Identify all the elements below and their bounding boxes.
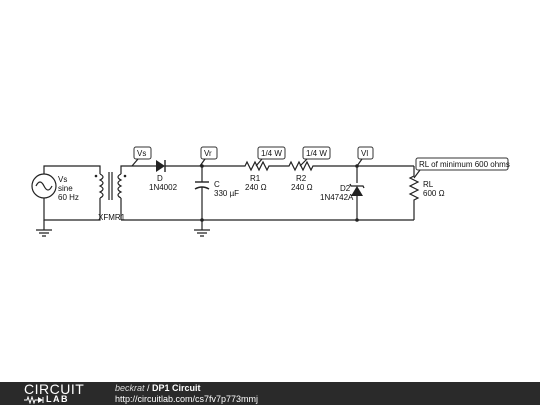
load-name: RL (423, 180, 434, 189)
ac-source (31, 165, 101, 221)
probe-vl-label: Vl (361, 149, 368, 158)
junction-dot (200, 218, 204, 222)
r2-value: 240 Ω (291, 183, 313, 192)
r1-power: 1/4 W (261, 149, 282, 158)
probe-vs-label: Vs (137, 149, 146, 158)
circuit-url[interactable]: http://circuitlab.com/cs7fv7p773mmj (115, 394, 259, 404)
r1-power-tag: 1/4 W (255, 146, 286, 167)
probe-vr[interactable]: Vr (199, 146, 218, 167)
load-annotation-text: RL of minimum 600 ohms (419, 160, 510, 169)
circuitlab-logo: CIRCUIT LAB (24, 382, 96, 405)
diode-part: 1N4002 (149, 183, 178, 192)
load-annotation: RL of minimum 600 ohms (413, 157, 510, 179)
logo-text-bottom: LAB (46, 394, 69, 404)
logo-circuit-icon (24, 396, 44, 404)
diode (150, 160, 202, 172)
r2-name: R2 (296, 174, 307, 183)
transformer-name: XFMR1 (98, 213, 126, 222)
probe-vr-label: Vr (204, 149, 212, 158)
author-name[interactable]: beckrat (115, 383, 145, 393)
capacitor (194, 166, 210, 237)
junction-dot (355, 218, 359, 222)
source-freq: 60 Hz (58, 193, 79, 202)
title-separator: / (144, 383, 153, 393)
zener-name: D2 (340, 184, 351, 193)
ground-symbol-left (36, 220, 52, 237)
zener-part: 1N4742A (320, 193, 354, 202)
r1-value: 240 Ω (245, 183, 267, 192)
load-resistor (408, 166, 420, 220)
zener-diode (349, 166, 365, 220)
circuit-title: DP1 Circuit (152, 383, 201, 393)
capacitor-value: 330 µF (214, 189, 239, 198)
r1-name: R1 (250, 174, 261, 183)
source-wave: sine (58, 184, 73, 193)
load-value: 600 Ω (423, 189, 445, 198)
logo-text-top: CIRCUIT (24, 381, 85, 397)
r2-power: 1/4 W (306, 149, 327, 158)
capacitor-name: C (214, 180, 220, 189)
footer-meta: beckrat / DP1 Circuit http://circuitlab.… (115, 383, 258, 405)
r2-power-tag: 1/4 W (299, 146, 331, 167)
probe-vs[interactable]: Vs (131, 146, 152, 167)
source-name: Vs (58, 175, 67, 184)
diode-name: D (157, 174, 163, 183)
circuit-schematic: Vs sine 60 Hz XFMR1 D 1N4002 C 330 µF (31, 146, 510, 237)
resistor-r1 (242, 160, 286, 172)
probe-vl[interactable]: Vl (356, 146, 374, 167)
resistor-r2 (286, 160, 357, 172)
footer-bar: CIRCUIT LAB beckrat / DP1 Circuit http:/… (0, 382, 540, 405)
transformer (94, 165, 150, 220)
